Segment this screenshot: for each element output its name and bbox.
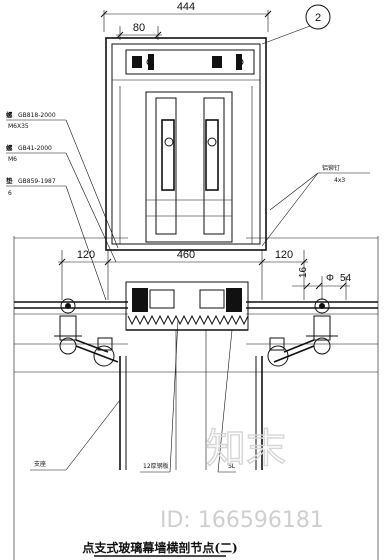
note-3-prefix: 垫 [6,176,13,185]
note-2-value: M6 [8,156,17,163]
dim-444-label: 444 [177,1,195,13]
note-3-value: 6 [8,190,12,197]
right-note-value: 4x3 [334,177,345,184]
label-sl: SL [228,463,236,470]
label-steel-plate: 12厚钢板 [143,462,169,470]
watermark: 知末 ID: 166596181 [160,425,324,533]
note-3-label: GB859-1987 [18,178,56,185]
dim-80-label: 80 [133,22,145,34]
section-marker: 2 [261,4,331,45]
center-joint [125,281,249,331]
dim-phi-symbol: Φ [326,273,334,284]
section-marker-number: 2 [315,12,321,24]
dim-460: 460 [177,249,195,261]
dimension-row: 120 460 120 16 Φ 54 [13,236,379,560]
right-note: 铝铆钉 4x3 [261,164,370,247]
left-notes: 螺 GB818-2000 M6X35 螺 GB41-2000 M6 垫 GB85… [6,110,119,301]
glass-panels [14,237,378,345]
note-1-value: M6X35 [8,123,29,130]
drawing-title: 点支式玻璃幕墙横剖节点(二) [82,540,238,557]
bottom-labels: 支座 12厚钢板 SL [30,319,236,473]
spider-fitting-right [267,298,338,367]
dim-120-right: 120 [275,249,293,261]
dimension-80: 80 [116,22,162,40]
spider-fitting-left [54,298,119,367]
label-support: 支座 [34,460,46,468]
dimension-top-444: 444 [100,1,272,32]
watermark-brand: 知末 [206,426,286,472]
title-text: 点支式玻璃幕墙横剖节点(二) [82,540,237,555]
dim-16: 16 [298,266,309,278]
dim-120-left: 120 [77,249,95,261]
upper-tube-profile [105,37,267,251]
support-column [14,330,378,470]
right-note-label: 铝铆钉 [322,164,340,172]
note-2-label: GB41-2000 [18,145,52,152]
watermark-id: ID: 166596181 [160,508,324,533]
note-1-label: GB818-2000 [18,112,56,119]
note-2-prefix: 螺 [6,143,13,152]
note-1-prefix: 螺 [6,110,13,119]
